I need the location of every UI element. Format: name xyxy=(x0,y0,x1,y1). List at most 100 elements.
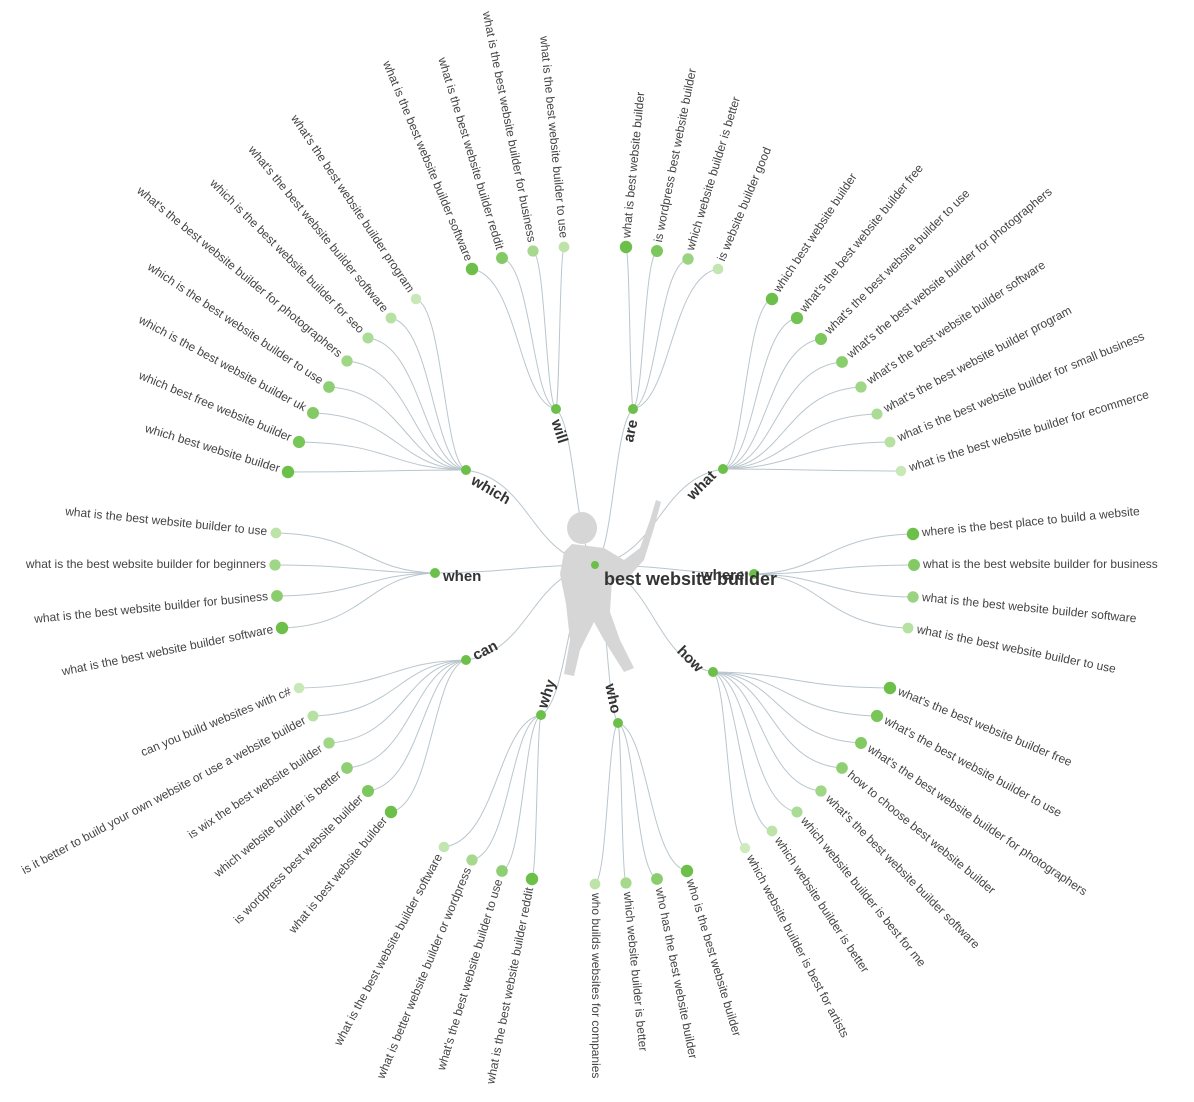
leaf-node[interactable] xyxy=(558,241,570,253)
branch-node[interactable] xyxy=(430,568,440,578)
leaf-node[interactable] xyxy=(341,355,353,367)
leaf-node[interactable] xyxy=(307,407,319,419)
branch-node[interactable] xyxy=(613,718,623,728)
leaf-node[interactable] xyxy=(902,622,914,634)
leaf-node[interactable] xyxy=(836,356,848,368)
branch-node[interactable] xyxy=(749,569,759,579)
leaf-link xyxy=(287,469,467,473)
branch-label: who xyxy=(601,681,624,715)
leaf-label: which website builder is better xyxy=(771,833,872,975)
leaf-link xyxy=(443,714,542,848)
leaf-link xyxy=(712,671,843,769)
leaf-node[interactable] xyxy=(527,245,539,257)
leaf-node[interactable] xyxy=(906,527,920,541)
leaf-node[interactable] xyxy=(739,842,751,854)
leaf-node[interactable] xyxy=(362,332,374,344)
leaf-node[interactable] xyxy=(620,877,632,889)
leaf-node[interactable] xyxy=(871,408,883,420)
leaf-node[interactable] xyxy=(855,737,867,749)
center-node[interactable] xyxy=(591,561,599,569)
leaf-node[interactable] xyxy=(895,465,907,477)
leaf-node[interactable] xyxy=(619,240,633,254)
leaf-link xyxy=(712,671,878,717)
branch-label: what xyxy=(683,467,720,504)
leaf-link xyxy=(471,714,542,861)
leaf-node[interactable] xyxy=(466,854,478,866)
leaf-label: what is the best website builder softwar… xyxy=(380,58,476,264)
leaf-node[interactable] xyxy=(908,559,920,571)
leaf-node[interactable] xyxy=(525,872,539,886)
leaf-node[interactable] xyxy=(307,710,319,722)
branch-label: how xyxy=(673,643,706,676)
leaf-node[interactable] xyxy=(269,559,281,571)
leaf-node[interactable] xyxy=(589,878,601,890)
branch-node[interactable] xyxy=(461,655,471,665)
leaf-label: what is the best website builder to use xyxy=(915,622,1118,676)
leaf-node[interactable] xyxy=(855,381,867,393)
leaf-node[interactable] xyxy=(361,784,375,798)
leaf-node[interactable] xyxy=(765,292,779,306)
leaf-node[interactable] xyxy=(870,709,884,723)
leaf-label: what is the best website builder for eco… xyxy=(906,387,1150,474)
leaf-link xyxy=(415,298,467,471)
branch-node[interactable] xyxy=(628,404,638,414)
leaf-node[interactable] xyxy=(766,825,778,837)
leaf-node[interactable] xyxy=(884,436,896,448)
leaf-node[interactable] xyxy=(341,762,353,774)
leaf-node[interactable] xyxy=(712,263,724,275)
branch-node[interactable] xyxy=(718,464,728,474)
leaf-node[interactable] xyxy=(385,312,397,324)
leaf-node[interactable] xyxy=(384,805,398,819)
leaf-label: what is best website builder xyxy=(285,814,390,937)
leaf-label: who builds websites for companies xyxy=(589,892,603,1078)
leaf-node[interactable] xyxy=(323,737,335,749)
leaf-node[interactable] xyxy=(790,311,804,325)
leaf-node[interactable] xyxy=(814,332,828,346)
leaf-link xyxy=(722,361,843,470)
leaf-node[interactable] xyxy=(465,262,479,276)
leaf-node[interactable] xyxy=(496,252,508,264)
branch-node[interactable] xyxy=(708,667,718,677)
leaf-node[interactable] xyxy=(271,590,283,602)
leaf-link xyxy=(617,722,688,872)
guru-silhouette-icon xyxy=(560,500,661,676)
leaf-node[interactable] xyxy=(650,244,664,258)
leaf-node[interactable] xyxy=(496,865,508,877)
leaf-node[interactable] xyxy=(323,381,335,393)
leaf-node[interactable] xyxy=(680,864,694,878)
leaf-node[interactable] xyxy=(791,806,803,818)
leaf-link xyxy=(753,573,909,629)
leaf-link xyxy=(722,441,891,470)
leaf-node[interactable] xyxy=(438,841,450,853)
leaf-link xyxy=(722,386,862,470)
leaf-node[interactable] xyxy=(883,681,897,695)
branch-node[interactable] xyxy=(536,710,546,720)
leaf-node[interactable] xyxy=(281,465,295,479)
leaf-link xyxy=(298,659,467,689)
leaf-node[interactable] xyxy=(651,873,663,885)
leaf-link xyxy=(753,573,914,598)
leaf-node[interactable] xyxy=(270,527,282,539)
leaf-link xyxy=(625,246,634,410)
leaf-node[interactable] xyxy=(815,785,827,797)
leaf-link xyxy=(753,564,915,575)
leaf-link xyxy=(712,671,822,792)
leaf-node[interactable] xyxy=(682,253,694,265)
leaf-node[interactable] xyxy=(907,591,919,603)
leaf-link xyxy=(328,659,467,744)
leaf-link xyxy=(722,468,902,472)
leaf-link xyxy=(722,413,878,470)
leaf-link xyxy=(276,572,436,597)
branch-node[interactable] xyxy=(461,465,471,475)
leaf-node[interactable] xyxy=(293,682,305,694)
leaf-node[interactable] xyxy=(410,293,422,305)
leaf-link xyxy=(712,671,862,744)
leaf-node[interactable] xyxy=(836,762,848,774)
leaf-node[interactable] xyxy=(275,621,289,635)
leaf-link xyxy=(594,722,619,885)
leaf-node[interactable] xyxy=(292,435,306,449)
branch-node[interactable] xyxy=(551,404,561,414)
